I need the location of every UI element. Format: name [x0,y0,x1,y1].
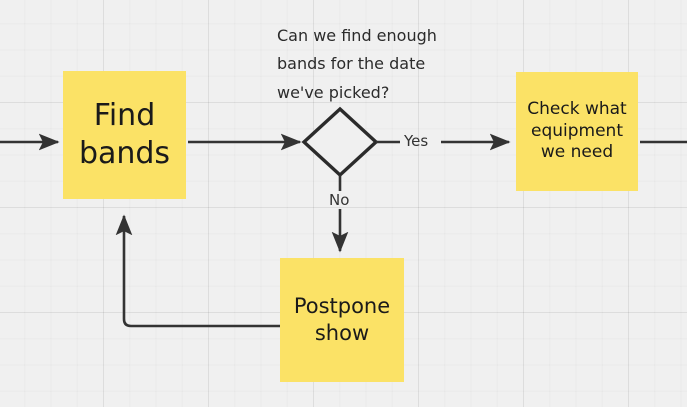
node-postpone-show[interactable]: Postpone show [280,258,404,382]
edge-label-no: No [329,191,350,209]
edge-loop-back [115,214,280,328]
node-check-equipment[interactable]: Check what equipment we need [516,72,638,191]
decision-diamond [301,106,379,178]
node-find-bands[interactable]: Find bands [63,71,186,199]
edge-label-yes: Yes [404,132,429,150]
decision-question-text: Can we find enough bands for the date we… [277,26,437,102]
